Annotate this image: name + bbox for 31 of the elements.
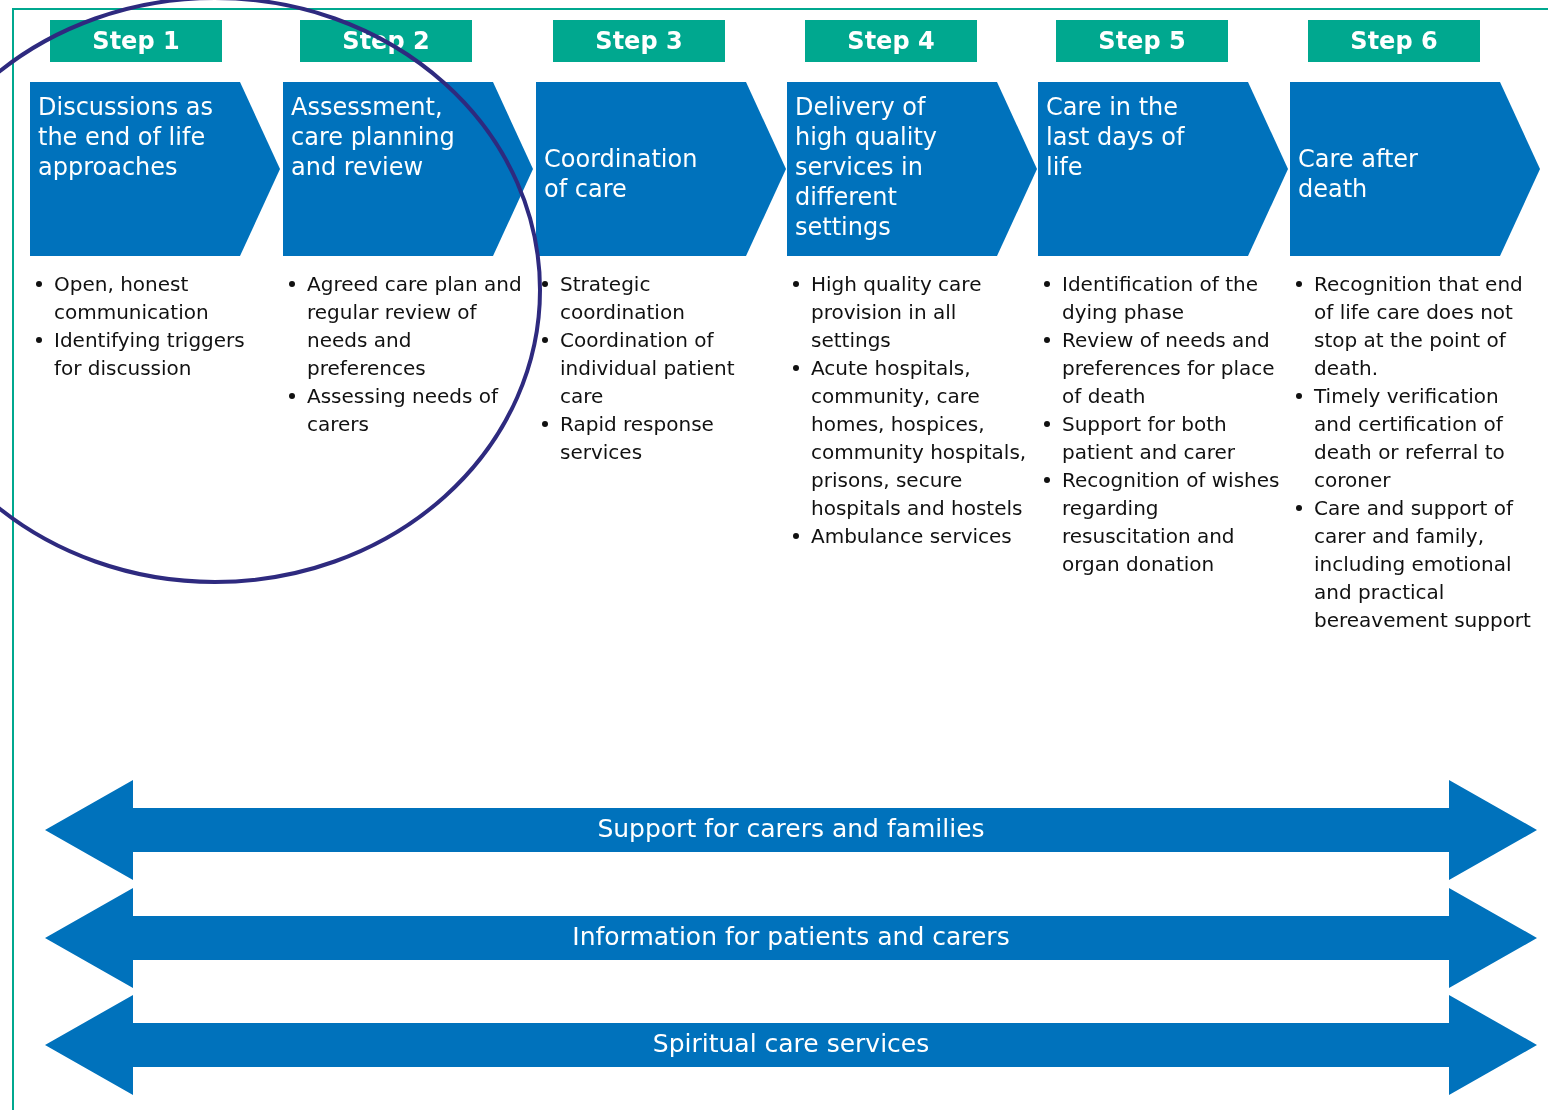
chevron-box: Discussions as the end of life approaches — [30, 82, 280, 256]
bullet-item: Coordination of individual patient care — [538, 326, 780, 410]
bullet-item: Agreed care plan and regular review of needs and preferences — [285, 270, 527, 382]
step-tab: Step 1 — [50, 20, 222, 62]
bullet-item: Review of needs and preferences for place of death — [1040, 326, 1282, 410]
step-tab: Step 3 — [553, 20, 725, 62]
step-tab: Step 5 — [1056, 20, 1228, 62]
bullet-item: Open, honest communication — [32, 270, 274, 326]
bullet-item: Assessing needs of carers — [285, 382, 527, 438]
chevron-box: Coordination of care — [536, 82, 786, 256]
bullet-item: Recognition that end of life care does not stop at the point of death. — [1292, 270, 1534, 382]
bullet-item: Recognition of wishes regarding resuscitation and organ donation — [1040, 466, 1282, 578]
bullet-item: Strategic coordination — [538, 270, 780, 326]
bullet-item: Acute hospitals, community, care homes, hospices, community hospitals, prisons, secure hospitals and hostels — [789, 354, 1031, 522]
double-arrow-band: Spiritual care services — [45, 995, 1537, 1095]
double-arrow-band: Support for carers and families — [45, 780, 1537, 880]
double-arrow-band: Information for patients and carers — [45, 888, 1537, 988]
bullet-item: Rapid response services — [538, 410, 780, 466]
step-tab: Step 4 — [805, 20, 977, 62]
chevron-box: Delivery of high quality services in different settings — [787, 82, 1037, 256]
bullet-item: Timely verification and certification of death or referral to coroner — [1292, 382, 1534, 494]
bullet-item: High quality care provision in all settings — [789, 270, 1031, 354]
bullet-item: Care and support of carer and family, including emotional and practical bereavement support — [1292, 494, 1534, 634]
step-tab: Step 6 — [1308, 20, 1480, 62]
bullet-item: Support for both patient and carer — [1040, 410, 1282, 466]
bullet-item: Identification of the dying phase — [1040, 270, 1282, 326]
chevron-box: Care after death — [1290, 82, 1540, 256]
chevron-box: Care in the last days of life — [1038, 82, 1288, 256]
chevron-box: Assessment, care planning and review — [283, 82, 533, 256]
bullet-item: Ambulance services — [789, 522, 1031, 550]
bullet-item: Identifying triggers for discussion — [32, 326, 274, 382]
